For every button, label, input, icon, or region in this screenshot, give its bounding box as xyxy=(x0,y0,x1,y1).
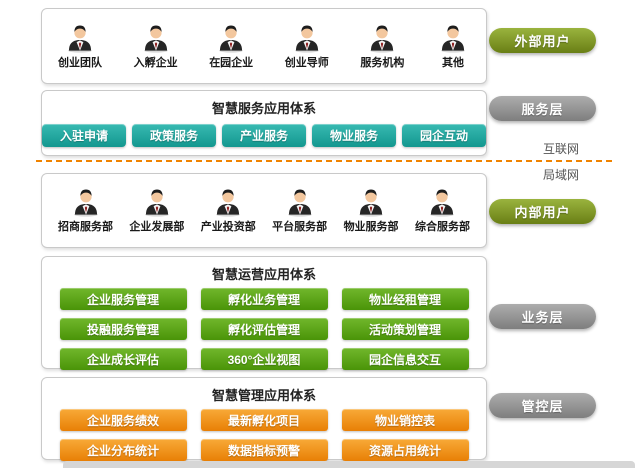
business-layer-pill: 业务层 xyxy=(489,304,596,329)
operations-button[interactable]: 投融服务管理 xyxy=(59,318,187,340)
user-item: 在园企业 xyxy=(209,21,253,70)
external-users-row: 创业团队 入孵企业 在园企业 创业导师 服务机构 其他 xyxy=(42,9,486,83)
user-label: 创业导师 xyxy=(284,56,329,69)
user-item: 其他 xyxy=(436,21,470,70)
management-button[interactable]: 数据指标预警 xyxy=(200,439,328,461)
service-layer-panel: 智慧服务应用体系 入驻申请 政策服务 产业服务 物业服务 园企互动 xyxy=(41,90,487,156)
management-button[interactable]: 最新孵化项目 xyxy=(200,409,328,431)
operations-button[interactable]: 物业经租管理 xyxy=(341,288,469,310)
operations-button-grid: 企业服务管理 孵化业务管理 物业经租管理 投融服务管理 孵化评估管理 活动策划管… xyxy=(42,288,486,370)
person-icon xyxy=(63,21,97,53)
user-label: 物业服务部 xyxy=(343,221,399,233)
user-item: 创业团队 xyxy=(58,21,102,70)
service-layer-title: 智慧服务应用体系 xyxy=(211,101,316,116)
network-divider-line xyxy=(36,160,612,162)
cropped-panel-edge xyxy=(63,461,635,468)
user-item: 入孵企业 xyxy=(134,21,178,70)
service-layer-pill: 服务层 xyxy=(489,96,596,121)
service-button-row: 入驻申请 政策服务 产业服务 物业服务 园企互动 xyxy=(42,124,486,147)
operations-layer-panel: 智慧运营应用体系 企业服务管理 孵化业务管理 物业经租管理 投融服务管理 孵化评… xyxy=(41,256,487,370)
operations-button[interactable]: 园企信息交互 xyxy=(341,348,469,370)
person-icon xyxy=(139,21,173,53)
user-label: 在园企业 xyxy=(209,56,254,69)
user-item: 物业服务部 xyxy=(344,185,399,234)
operations-button[interactable]: 企业成长评估 xyxy=(59,348,187,370)
internal-users-row: 招商服务部 企业发展部 产业投资部 平台服务部 物业服务部 综合服务部 xyxy=(42,174,486,247)
person-icon xyxy=(214,21,248,53)
operations-button[interactable]: 企业服务管理 xyxy=(59,288,187,310)
person-icon xyxy=(290,21,324,53)
user-label: 服务机构 xyxy=(360,56,405,69)
management-button-grid: 企业服务绩效 最新孵化项目 物业销控表 企业分布统计 数据指标预警 资源占用统计 xyxy=(42,409,486,461)
person-icon xyxy=(69,185,103,217)
person-icon xyxy=(354,185,388,217)
user-label: 创业团队 xyxy=(58,56,102,69)
person-icon xyxy=(365,21,399,53)
user-item: 产业投资部 xyxy=(201,185,256,234)
service-button[interactable]: 政策服务 xyxy=(132,124,216,147)
service-button[interactable]: 产业服务 xyxy=(222,124,306,147)
person-icon xyxy=(425,185,459,217)
user-item: 创业导师 xyxy=(285,21,329,70)
operations-layer-title: 智慧运营应用体系 xyxy=(211,267,316,282)
internal-users-pill: 内部用户 xyxy=(489,199,596,224)
user-item: 综合服务部 xyxy=(415,185,470,234)
control-layer-pill: 管控层 xyxy=(489,393,596,418)
operations-button[interactable]: 活动策划管理 xyxy=(341,318,469,340)
service-button[interactable]: 园企互动 xyxy=(402,124,486,147)
management-button[interactable]: 企业服务绩效 xyxy=(59,409,187,431)
service-button[interactable]: 入驻申请 xyxy=(42,124,126,147)
user-label: 产业投资部 xyxy=(200,221,256,233)
service-button[interactable]: 物业服务 xyxy=(312,124,396,147)
user-item: 平台服务部 xyxy=(272,185,327,234)
user-label: 其他 xyxy=(441,56,464,69)
person-icon xyxy=(283,185,317,217)
management-button[interactable]: 资源占用统计 xyxy=(341,439,469,461)
management-layer-panel: 智慧管理应用体系 企业服务绩效 最新孵化项目 物业销控表 企业分布统计 数据指标… xyxy=(41,377,487,461)
person-icon xyxy=(436,21,470,53)
internal-users-panel: 招商服务部 企业发展部 产业投资部 平台服务部 物业服务部 综合服务部 xyxy=(41,173,487,248)
person-icon xyxy=(211,185,245,217)
management-button[interactable]: 物业销控表 xyxy=(341,409,469,431)
user-label: 招商服务部 xyxy=(58,221,113,233)
operations-button[interactable]: 孵化业务管理 xyxy=(200,288,328,310)
operations-button[interactable]: 孵化评估管理 xyxy=(200,318,328,340)
management-layer-title: 智慧管理应用体系 xyxy=(211,388,316,403)
external-users-pill: 外部用户 xyxy=(489,28,596,53)
lan-label: 局域网 xyxy=(543,168,580,182)
user-label: 入孵企业 xyxy=(133,56,178,69)
user-label: 平台服务部 xyxy=(272,221,328,233)
person-icon xyxy=(140,185,174,217)
user-item: 招商服务部 xyxy=(58,185,113,234)
user-label: 综合服务部 xyxy=(414,221,470,233)
operations-button[interactable]: 360°企业视图 xyxy=(200,348,328,370)
user-item: 服务机构 xyxy=(360,21,404,70)
internet-label: 互联网 xyxy=(543,142,580,156)
external-users-panel: 创业团队 入孵企业 在园企业 创业导师 服务机构 其他 xyxy=(41,8,487,84)
user-label: 企业发展部 xyxy=(129,221,185,233)
user-item: 企业发展部 xyxy=(129,185,184,234)
management-button[interactable]: 企业分布统计 xyxy=(59,439,187,461)
